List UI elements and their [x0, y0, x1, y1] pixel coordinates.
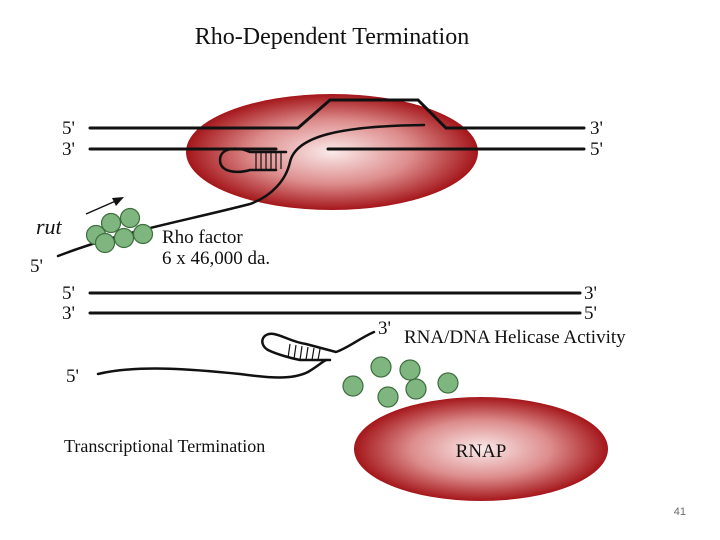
top-strand-5-end: 5'	[62, 118, 75, 139]
rnap-ellipse-top	[186, 94, 478, 210]
bottom-panel-top-5-end: 5'	[62, 283, 75, 304]
bottom-panel-bottom-3-end: 3'	[62, 303, 75, 324]
bottom-strand-3-end: 3'	[62, 139, 75, 160]
rnap-label: RNAP	[456, 441, 507, 462]
top-strand-3-end: 3'	[590, 118, 603, 139]
transcriptional-termination-caption: Transcriptional Termination	[64, 436, 265, 456]
released-rna-5-end: 5'	[66, 366, 79, 387]
diagram-title: Rho-Dependent Termination	[195, 24, 469, 50]
rho-label-name: Rho factor	[162, 227, 243, 248]
rho-factor-hexamer	[85, 207, 154, 254]
bottom-strand-5-end: 5'	[590, 139, 603, 160]
dna-top-strand-1	[88, 98, 586, 130]
rna-5-end-top: 5'	[30, 256, 43, 277]
bottom-panel-bottom-5-end: 5'	[584, 303, 597, 324]
rho-label-size: 6 x 46,000 da.	[162, 248, 270, 269]
rna-hairpin-top	[218, 147, 288, 174]
rnap-ellipse-released	[354, 397, 608, 501]
rna-hairpin-released	[261, 330, 376, 362]
bottom-panel-top-3-end: 3'	[584, 283, 597, 304]
rho-direction-arrow	[85, 197, 124, 215]
released-rna-3-end: 3'	[378, 318, 391, 339]
page-number: 41	[673, 506, 686, 518]
helicase-activity-label: RNA/DNA Helicase Activity	[404, 327, 626, 348]
rho-subunits-released	[342, 356, 459, 408]
rut-label: rut	[36, 214, 63, 239]
rna-transcript-released	[96, 358, 328, 379]
